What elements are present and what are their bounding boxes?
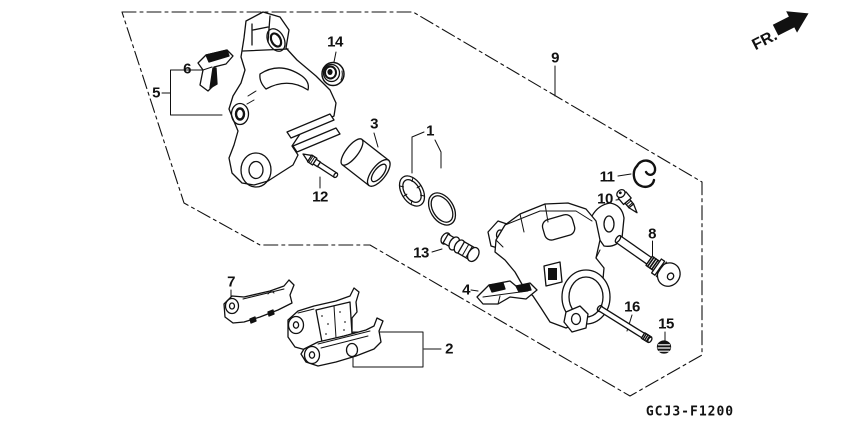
pin-12-drawing: [302, 153, 339, 179]
callout-3: 3: [370, 115, 378, 133]
callout-8: 8: [648, 225, 656, 243]
callout-6: 6: [183, 60, 191, 78]
pad-pin-drawing: [596, 304, 653, 344]
callout-11: 11: [599, 168, 615, 186]
pin-bolt-drawing: [614, 234, 681, 287]
callout-14: 14: [327, 33, 343, 51]
boot-grommet-drawing: [321, 61, 345, 87]
bleeder-screw-drawing: [616, 188, 638, 214]
callout-1: 1: [426, 122, 434, 140]
fr-direction-marker: [772, 11, 809, 36]
callout-4: 4: [462, 281, 470, 299]
brake-pad-lower-drawing: [300, 317, 384, 367]
callout-13: 13: [413, 244, 429, 262]
brake-pad-upper-drawing: [287, 287, 360, 351]
callout-9: 9: [551, 49, 559, 67]
callout-5: 5: [152, 84, 160, 102]
figure-code: GCJ3-F1200: [645, 404, 735, 420]
piston-drawing: [340, 138, 391, 187]
callout-7: 7: [227, 273, 235, 291]
pad-pin-plug-drawing: [656, 340, 672, 354]
bracket-drawing: [228, 11, 341, 188]
callout-12: 12: [312, 188, 328, 206]
pad-spring-drawing: [476, 280, 538, 305]
callout-15: 15: [658, 315, 674, 333]
bleeder-cap-drawing: [632, 159, 657, 188]
callout-2: 2: [445, 340, 453, 358]
retainer-clip-drawing: [197, 49, 234, 92]
callout-16: 16: [624, 298, 640, 316]
callout-10: 10: [597, 190, 613, 208]
pad-shim-drawing: [223, 279, 295, 324]
pin-boot-drawing: [440, 232, 480, 263]
seal-rings-drawing: [398, 175, 457, 226]
diagram-border: [121, 11, 703, 397]
fr-arrow-icon: [772, 11, 809, 36]
